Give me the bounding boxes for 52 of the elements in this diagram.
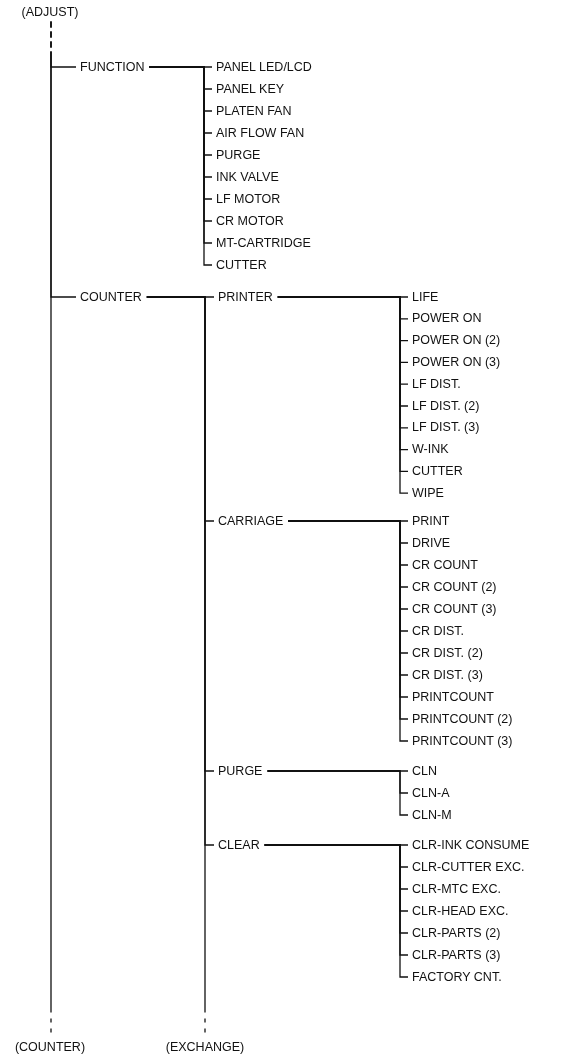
menu-item-label: INK VALVE — [216, 169, 279, 184]
menu-item-label: CUTTER — [412, 463, 463, 478]
tree-connector — [264, 844, 409, 978]
menu-item-label: LF DIST. (3) — [412, 420, 480, 435]
menu-item-label: (EXCHANGE) — [165, 1039, 245, 1054]
menu-item-label: PRINT — [412, 513, 450, 528]
menu-item-label: CR DIST. (3) — [412, 667, 483, 682]
menu-item-label: CUTTER — [216, 257, 267, 272]
menu-item-label: CLN-M — [412, 807, 452, 822]
menu-item-label: POWER ON (3) — [412, 354, 501, 369]
menu-item-label: CLR-PARTS (2) — [412, 925, 501, 940]
menu-item-label: PRINTCOUNT — [412, 689, 494, 704]
menu-item-label: LF DIST. (2) — [412, 398, 480, 413]
menu-item-label: PLATEN FAN — [216, 103, 292, 118]
menu-item-label: CR DIST. (2) — [412, 645, 483, 660]
menu-item-label: (ADJUST) — [21, 4, 79, 19]
menu-item-label: CLN — [412, 763, 437, 778]
menu-item-label: CLR-PARTS (3) — [412, 947, 501, 962]
menu-item-label: CLR-CUTTER EXC. — [412, 859, 525, 874]
menu-item-label: CLN-A — [412, 785, 450, 800]
menu-item-label: W-INK — [412, 442, 449, 457]
menu-item-label: CR COUNT (3) — [412, 601, 497, 616]
menu-item-label: FACTORY CNT. — [412, 969, 502, 984]
menu-item-label: CR DIST. — [412, 623, 465, 638]
menu-item-label: PRINTCOUNT (2) — [412, 711, 513, 726]
menu-item-label: (COUNTER) — [14, 1039, 86, 1054]
menu-item-label: LIFE — [412, 289, 439, 304]
menu-item-label: PRINTCOUNT (3) — [412, 733, 513, 748]
menu-item-label: CLR-MTC EXC. — [412, 881, 501, 896]
menu-item-label: MT-CARTRIDGE — [216, 235, 311, 250]
menu-item-label: CR COUNT — [412, 557, 478, 572]
menu-item-label: PRINTER — [218, 289, 273, 304]
menu-item-label: AIR FLOW FAN — [216, 125, 305, 140]
menu-item-label: POWER ON — [412, 311, 482, 326]
menu-item-label: CR MOTOR — [216, 213, 284, 228]
menu-item-label: CLR-HEAD EXC. — [412, 903, 509, 918]
tree-connector — [266, 770, 409, 816]
menu-item-label: WIPE — [412, 485, 444, 500]
menu-item-label: CARRIAGE — [218, 513, 284, 528]
menu-item-label: PANEL LED/LCD — [216, 59, 312, 74]
menu-item-label: PURGE — [216, 147, 261, 162]
menu-item-label: CLR-INK CONSUME — [412, 837, 530, 852]
menu-item-label: CR COUNT (2) — [412, 579, 497, 594]
menu-item-label: LF DIST. — [412, 376, 461, 391]
menu-item-label: DRIVE — [412, 535, 451, 550]
menu-item-label: PURGE — [218, 763, 263, 778]
menu-item-label: LF MOTOR — [216, 191, 281, 206]
menu-item-label: COUNTER — [80, 289, 142, 304]
menu-item-label: POWER ON (2) — [412, 333, 501, 348]
menu-item-label: CLEAR — [218, 837, 260, 852]
menu-item-label: PANEL KEY — [216, 81, 285, 96]
menu-item-label: FUNCTION — [80, 59, 145, 74]
